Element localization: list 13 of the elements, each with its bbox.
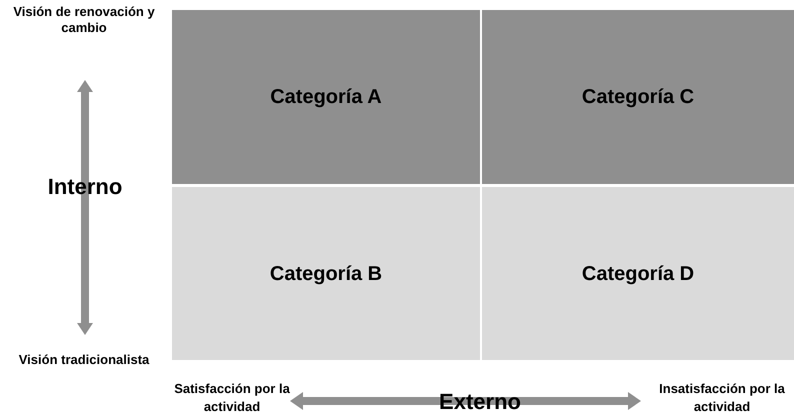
quadrant-label: Categoría B — [270, 262, 382, 286]
quadrant — [172, 187, 480, 360]
axis-end-label: Satisfacción por la actividad — [173, 380, 291, 416]
quadrant — [172, 10, 480, 184]
axis-end-label: Visión tradicionalista — [18, 351, 150, 369]
axis-title: Interno — [46, 173, 124, 201]
quadrant — [482, 10, 794, 184]
axis-end-label: Insatisfacción por la actividad — [658, 380, 786, 416]
quadrant — [482, 187, 794, 360]
axis-end-label: Visión de renovación y cambio — [12, 4, 156, 36]
quadrant-label: Categoría A — [270, 85, 382, 110]
quadrant-label: Categoría D — [582, 262, 694, 286]
quadrant-label: Categoría C — [582, 85, 694, 110]
